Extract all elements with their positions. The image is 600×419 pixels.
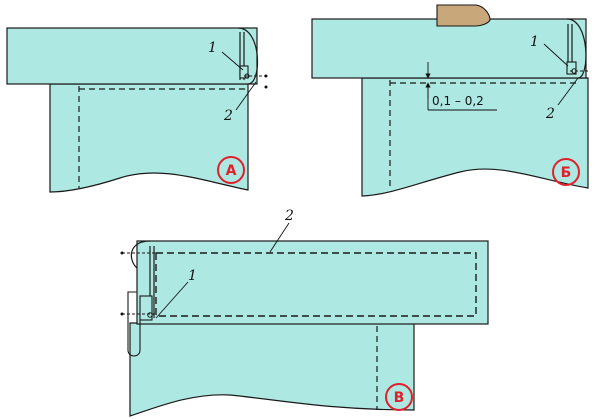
panel-a-badge-circle bbox=[217, 156, 245, 184]
panel-b-upper-fabric bbox=[311, 18, 587, 79]
panel-b-lower-fabric bbox=[361, 77, 589, 197]
panel-b-dimension: 0,1 – 0,2 bbox=[432, 94, 484, 108]
panel-b-label-2: 2 bbox=[545, 106, 555, 122]
panel-b-badge-circle bbox=[552, 158, 580, 186]
panel-a-label-1: 1 bbox=[208, 40, 217, 56]
panel-a-badge: А bbox=[226, 163, 237, 179]
panel-c-presser bbox=[139, 295, 153, 321]
panel-b-label-1: 1 bbox=[530, 34, 539, 50]
panel-b-presser-foot bbox=[436, 4, 491, 27]
panel-c-seam-rectangle bbox=[155, 252, 477, 317]
panel-c-badge-circle bbox=[385, 383, 413, 411]
panel-b-badge: Б bbox=[561, 165, 572, 181]
panel-c-upper-fabric bbox=[136, 240, 489, 325]
panel-a-label-2: 2 bbox=[223, 108, 233, 124]
panel-c: 2 1 В bbox=[120, 208, 489, 417]
panel-c-lower-loop bbox=[127, 291, 141, 357]
panel-b-presser bbox=[566, 61, 577, 75]
panel-b: 0,1 – 0,2 1 2 Б bbox=[311, 4, 589, 197]
panel-c-badge: В bbox=[394, 390, 405, 406]
panel-c-label-2: 2 bbox=[284, 208, 294, 224]
panel-c-label-1: 1 bbox=[188, 268, 197, 284]
panel-a-presser bbox=[239, 65, 249, 79]
panel-c-lower-fabric bbox=[129, 322, 415, 417]
panel-a-upper-fabric bbox=[6, 27, 258, 85]
panel-a-lower-fabric bbox=[49, 83, 249, 193]
panel-a: 1 2 А bbox=[6, 27, 268, 193]
